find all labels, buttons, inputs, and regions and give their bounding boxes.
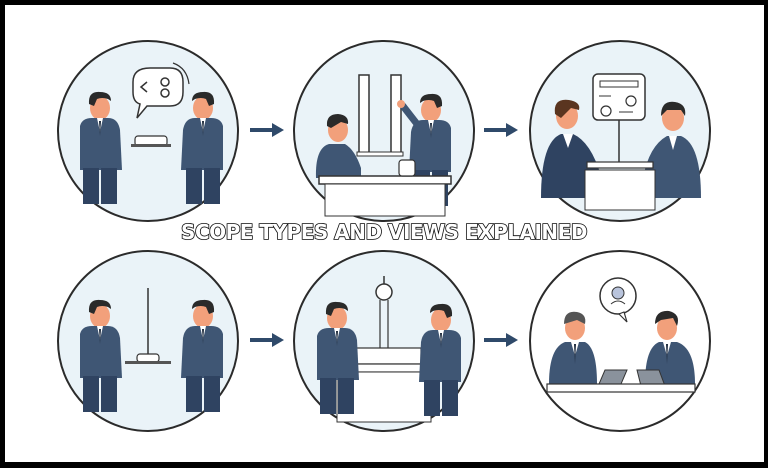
scene-instrument-counter — [291, 248, 477, 434]
businessman-right — [643, 101, 701, 198]
right-arrow-icon — [250, 122, 286, 143]
desk — [318, 175, 452, 185]
right-arrow-icon — [484, 122, 520, 143]
bar-chart-icon — [358, 74, 370, 156]
right-arrow-icon — [484, 332, 520, 353]
scene-antenna-device — [55, 248, 241, 434]
right-arrow-icon — [250, 332, 286, 353]
scene-dashboard-meeting — [527, 38, 713, 224]
businessman-left — [549, 311, 597, 384]
dashboard-panel-icon — [592, 73, 646, 163]
page-title: SCOPE TYPES AND VIEWS EXPLAINED — [180, 219, 588, 245]
seated-man — [315, 114, 361, 178]
speech-bubble-person-icon — [599, 277, 637, 323]
table — [546, 383, 696, 393]
scene-laptop-meeting — [527, 248, 713, 434]
scene-handoff-device — [55, 38, 241, 224]
businessman-left — [541, 99, 601, 198]
speech-bubble-icon — [132, 62, 190, 119]
scene-presentation-bars — [291, 38, 477, 224]
instrument-icon — [375, 276, 393, 348]
table — [586, 161, 654, 169]
